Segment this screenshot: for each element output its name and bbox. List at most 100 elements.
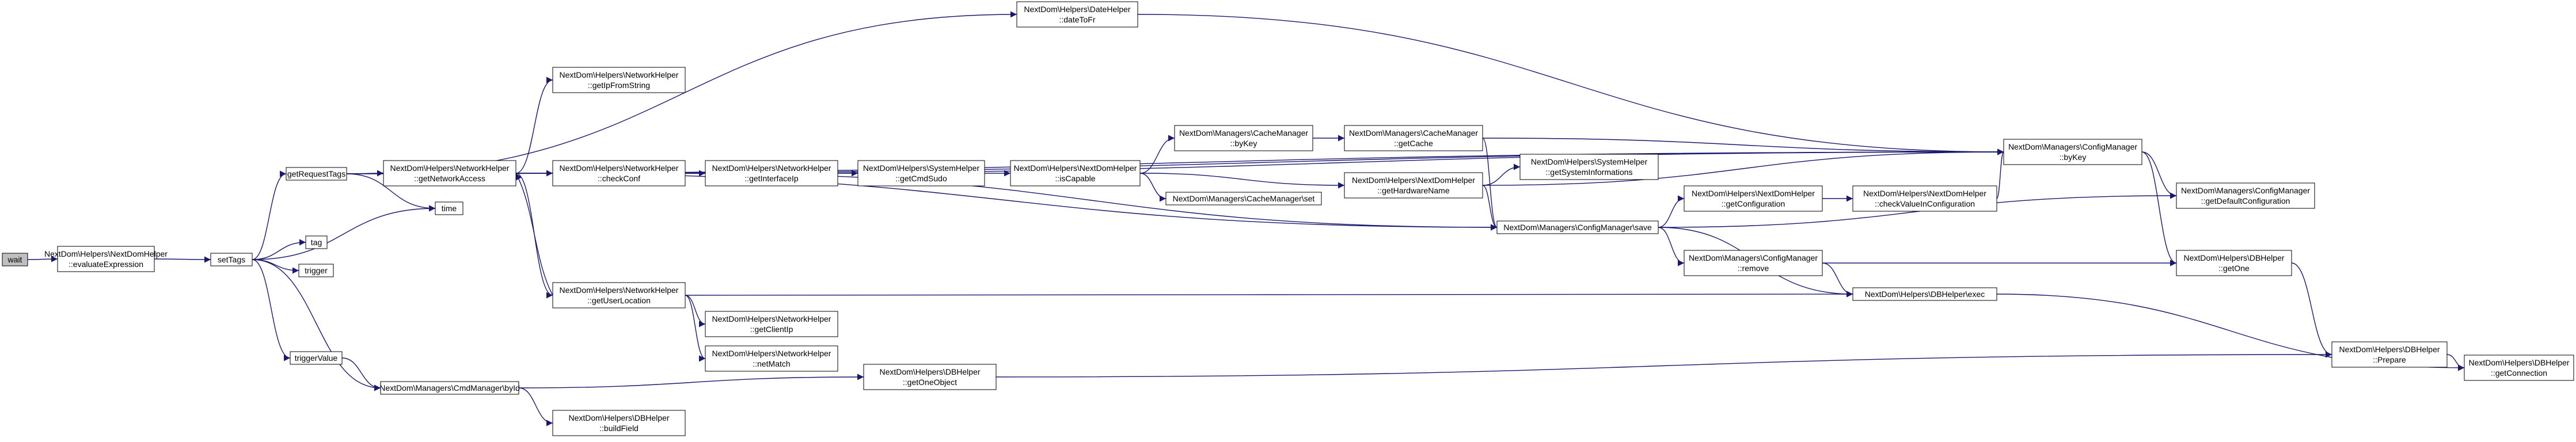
node-label: NextDom\Helpers\NextDomHelper xyxy=(1863,189,1986,198)
node-box xyxy=(305,235,328,249)
node-evaluate-expression[interactable]: NextDom\Helpers\NextDomHelper::evaluateE… xyxy=(44,246,168,272)
edge-is-capable-to-cache-set xyxy=(1139,173,1167,202)
node-label: ::getConnection xyxy=(2491,368,2547,378)
edge-get-hardware-name-to-get-system-informations xyxy=(1482,163,1521,186)
edge-config-by-key-to-get-one xyxy=(2141,151,2177,266)
node-label: ::evaluateExpression xyxy=(69,260,143,269)
edge-check-value-in-configuration-to-config-by-key xyxy=(1996,148,2004,199)
node-build-field[interactable]: NextDom\Helpers\DBHelper::buildField xyxy=(552,410,686,436)
node-prepare[interactable]: NextDom\Helpers\DBHelper::Prepare xyxy=(2331,341,2448,368)
node-label: ::byKey xyxy=(1230,139,1257,148)
node-label: NextDom\Helpers\DBHelper xyxy=(2339,345,2440,354)
node-box xyxy=(1684,185,1823,212)
node-label: NextDom\Helpers\DBHelper xyxy=(568,413,669,422)
node-get-network-access[interactable]: NextDom\Helpers\NetworkHelper::getNetwor… xyxy=(383,160,516,186)
node-tag[interactable]: tag xyxy=(305,235,328,249)
edge-config-save-to-config-remove xyxy=(1658,227,1685,266)
edge-config-save-to-get-configuration xyxy=(1658,195,1685,228)
node-get-default-configuration[interactable]: NextDom\Managers\ConfigManager::getDefau… xyxy=(2176,182,2315,209)
edge-get-cache-to-config-by-key xyxy=(1482,138,2004,155)
node-label: NextDom\Managers\ConfigManager xyxy=(2181,186,2310,195)
node-box xyxy=(2331,341,2448,368)
node-db-exec[interactable]: NextDom\Helpers\DBHelper\exec xyxy=(1852,287,1997,301)
node-config-by-key[interactable]: NextDom\Managers\ConfigManager::byKey xyxy=(2003,139,2142,165)
node-box xyxy=(286,167,347,181)
edge-trigger-value-to-cmd-by-id xyxy=(341,357,381,391)
node-date-to-fr[interactable]: NextDom\Helpers\DateHelper::dateToFr xyxy=(1016,1,1138,28)
node-box xyxy=(1519,154,1659,180)
node-box xyxy=(1010,160,1141,186)
node-label: ::remove xyxy=(1738,264,1769,273)
node-get-hardware-name[interactable]: NextDom\Helpers\NextDomHelper::getHardwa… xyxy=(1344,172,1483,199)
node-label: NextDom\Helpers\DateHelper xyxy=(1024,5,1131,14)
node-box xyxy=(2003,139,2142,165)
node-cache-by-key[interactable]: NextDom\Managers\CacheManager::byKey xyxy=(1174,125,1313,151)
node-box xyxy=(2176,182,2315,209)
node-get-connection[interactable]: NextDom\Helpers\DBHelper::getConnection xyxy=(2464,355,2574,381)
node-get-cache[interactable]: NextDom\Managers\CacheManager::getCache xyxy=(1344,125,1483,151)
node-label: ::getDefaultConfiguration xyxy=(2201,196,2290,205)
node-label: NextDom\Managers\CacheManager\set xyxy=(1173,194,1315,203)
node-label: ::getClientIp xyxy=(750,325,793,334)
node-label: NextDom\Helpers\NetworkHelper xyxy=(560,70,679,79)
node-label: NextDom\Managers\ConfigManager\save xyxy=(1503,223,1652,232)
node-label: ::getIpFromString xyxy=(588,81,650,90)
edge-set-tags-to-tag xyxy=(252,239,306,260)
node-label: ::getSystemInformations xyxy=(1546,167,1633,177)
edge-get-user-location-to-net-match xyxy=(685,295,706,362)
node-get-request-tags[interactable]: getRequestTags xyxy=(286,167,347,181)
node-get-one-object[interactable]: NextDom\Helpers\DBHelper::getOneObject xyxy=(863,364,997,390)
node-cmd-by-id[interactable]: NextDom\Managers\CmdManager\byId xyxy=(379,381,520,395)
node-get-system-informations[interactable]: NextDom\Helpers\SystemHelper::getSystemI… xyxy=(1519,154,1659,180)
node-box xyxy=(298,264,334,277)
node-get-ip-from-string[interactable]: NextDom\Helpers\NetworkHelper::getIpFrom… xyxy=(552,67,686,93)
node-check-conf[interactable]: NextDom\Helpers\NetworkHelper::checkConf xyxy=(552,160,686,186)
node-label: trigger xyxy=(305,266,328,275)
node-label: ::getHardwareName xyxy=(1377,186,1449,195)
node-trigger[interactable]: trigger xyxy=(298,264,334,277)
node-trigger-value[interactable]: triggerValue xyxy=(290,351,343,365)
node-box xyxy=(1852,185,1997,212)
node-label: triggerValue xyxy=(295,353,338,363)
node-get-configuration[interactable]: NextDom\Helpers\NextDomHelper::getConfig… xyxy=(1684,185,1823,212)
edge-get-user-location-to-get-client-ip xyxy=(685,295,706,327)
node-box xyxy=(435,201,463,215)
node-box xyxy=(705,311,838,337)
node-box xyxy=(1852,287,1997,301)
node-get-user-location[interactable]: NextDom\Helpers\NetworkHelper::getUserLo… xyxy=(552,282,686,308)
edge-set-tags-to-cmd-by-id xyxy=(252,259,381,391)
node-box xyxy=(1344,172,1483,199)
node-get-interface-ip[interactable]: NextDom\Helpers\NetworkHelper::getInterf… xyxy=(705,160,838,186)
node-set-tags[interactable]: setTags xyxy=(210,253,253,266)
edge-set-tags-to-trigger-value xyxy=(252,259,291,361)
node-label: NextDom\Helpers\NetworkHelper xyxy=(390,163,510,173)
node-check-value-in-configuration[interactable]: NextDom\Helpers\NextDomHelper::checkValu… xyxy=(1852,185,1997,212)
node-time[interactable]: time xyxy=(435,201,463,215)
node-label: ::buildField xyxy=(599,424,639,433)
node-label: ::getCache xyxy=(1394,139,1433,148)
node-config-save[interactable]: NextDom\Managers\ConfigManager\save xyxy=(1496,220,1659,234)
node-box xyxy=(1165,192,1322,205)
node-net-match[interactable]: NextDom\Helpers\NetworkHelper::netMatch xyxy=(705,345,838,372)
node-box xyxy=(1344,125,1483,151)
node-label: wait xyxy=(7,255,22,264)
node-label: setTags xyxy=(218,255,245,264)
edge-get-one-to-prepare xyxy=(2291,262,2332,358)
node-box xyxy=(552,410,686,436)
node-box xyxy=(2464,355,2574,381)
node-box xyxy=(383,160,516,186)
edge-prepare-to-get-connection xyxy=(2446,354,2465,371)
node-label: ::getInterfaceIp xyxy=(744,174,799,183)
node-label: ::checkValueInConfiguration xyxy=(1875,199,1975,208)
node-config-remove[interactable]: NextDom\Managers\ConfigManager::remove xyxy=(1684,250,1823,276)
node-label: NextDom\Helpers\NextDomHelper xyxy=(1352,176,1475,185)
node-get-client-ip[interactable]: NextDom\Helpers\NetworkHelper::getClient… xyxy=(705,311,838,337)
node-is-capable[interactable]: NextDom\Helpers\NextDomHelper::isCapable xyxy=(1010,160,1141,186)
node-get-cmd-sudo[interactable]: NextDom\Helpers\SystemHelper::getCmdSudo xyxy=(857,160,985,186)
node-cache-set[interactable]: NextDom\Managers\CacheManager\set xyxy=(1165,192,1322,205)
edge-set-tags-to-time xyxy=(252,205,436,260)
node-get-one[interactable]: NextDom\Helpers\DBHelper::getOne xyxy=(2176,250,2292,276)
node-label: NextDom\Helpers\NextDomHelper xyxy=(1014,163,1137,173)
node-wait[interactable]: wait xyxy=(2,253,28,266)
edge-get-hardware-name-to-config-save xyxy=(1482,185,1498,231)
